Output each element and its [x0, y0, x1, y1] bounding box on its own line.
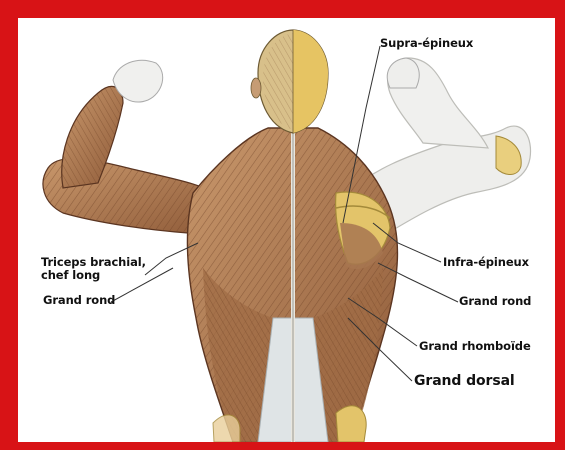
label-grand-rond-right: Grand rond	[459, 295, 531, 308]
label-grand-dorsal: Grand dorsal	[414, 373, 515, 389]
label-grand-rond-left: Grand rond	[43, 294, 115, 307]
label-grand-rhomboide: Grand rhomboïde	[419, 340, 531, 353]
label-supra-epineux: Supra-épineux	[380, 37, 473, 50]
label-infra-epineux: Infra-épineux	[443, 256, 529, 269]
torso	[187, 128, 397, 442]
label-triceps-brachial: Triceps brachial, chef long	[41, 256, 146, 282]
illustration-panel: Supra-épineux Triceps brachial, chef lon…	[18, 18, 555, 442]
head	[251, 30, 328, 133]
